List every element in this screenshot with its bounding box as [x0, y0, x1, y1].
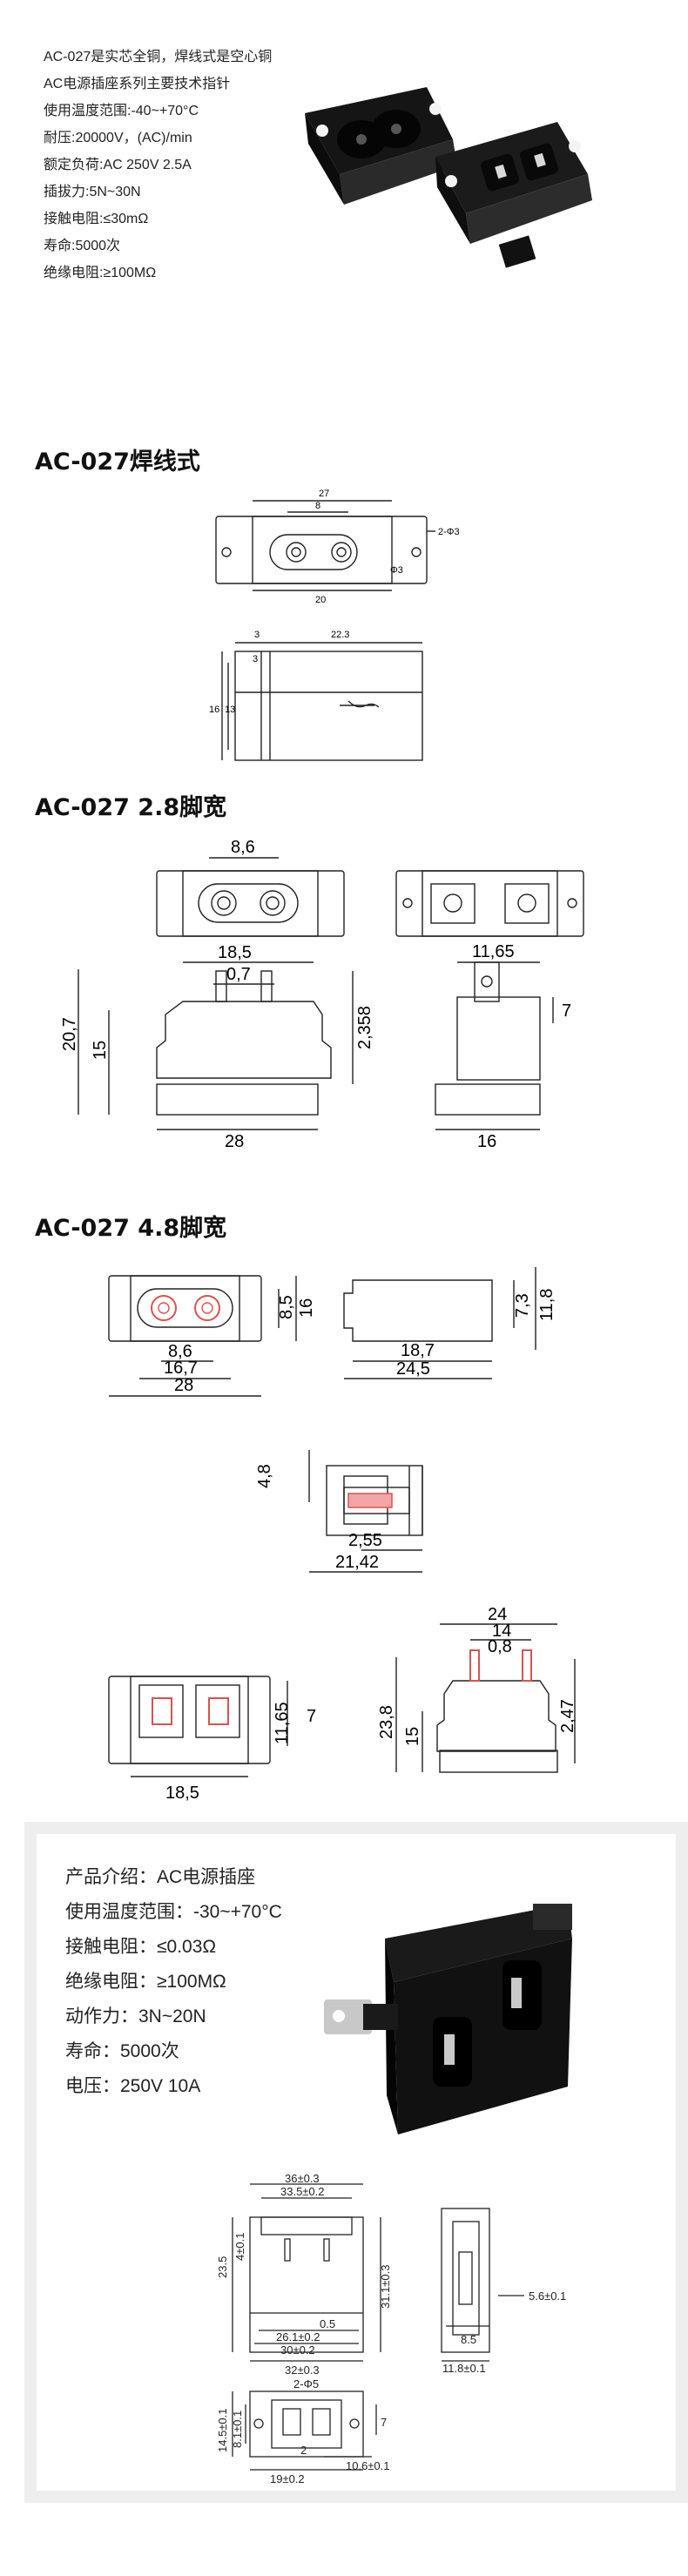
dim-label: 5.6±0.1 [529, 2289, 566, 2303]
dim-label: 7 [307, 1707, 316, 1726]
dim-label: 31.1±0.3 [379, 2264, 392, 2309]
spec-line: 使用温度范围：-30~+70°C [65, 1902, 282, 1922]
dim-label: 4±0.1 [233, 2233, 246, 2261]
product-specs: 产品介绍：AC电源插座 使用温度范围：-30~+70°C 接触电阻：≤0.03Ω… [65, 1860, 282, 2104]
dim-label: Φ3 [390, 565, 403, 576]
dim-label: 13 [225, 705, 235, 715]
dim-label: 0,7 [226, 965, 251, 984]
pin48-drawing: 8,5 16 8,6 16,7 28 7,3 11,8 18,7 24,5 4,… [108, 1267, 577, 1803]
dim-label: 16,7 [164, 1359, 198, 1378]
dim-label: 2 [300, 2444, 307, 2457]
dim-label: 8,6 [168, 1342, 192, 1361]
dim-label: 18,7 [401, 1341, 435, 1360]
dim-label: 16 [297, 1298, 316, 1318]
spec-line: AC-027是实芯全铜，焊线式是空心铜 [44, 50, 273, 64]
dim-label: 7 [381, 2416, 387, 2429]
spec-line: 绝缘电阻：≥100MΩ [65, 1972, 226, 1992]
dim-label: 15 [91, 1041, 110, 1060]
dim-label: 36±0.3 [285, 2174, 320, 2185]
dim-label: 3 [253, 654, 258, 664]
dim-label: 8,5 [277, 1295, 296, 1319]
dim-label: 21,42 [335, 1553, 379, 1572]
dim-label: 0,8 [488, 1637, 512, 1656]
dim-label: 11,65 [273, 1702, 292, 1744]
spec-line: 寿命：5000次 [65, 2041, 179, 2061]
dim-label: 15 [403, 1727, 422, 1746]
dim-label: 2-Φ5 [293, 2377, 319, 2391]
dim-label: 16 [209, 705, 219, 715]
dim-label: 16 [477, 1132, 496, 1151]
product-panel: 产品介绍：AC电源插座 使用温度范围：-30~+70°C 接触电阻：≤0.03Ω… [24, 1822, 688, 2503]
dim-label: 20,7 [60, 1017, 79, 1051]
dim-label: 26.1±0.2 [276, 2330, 320, 2343]
dim-label: 19±0.2 [270, 2472, 305, 2485]
dim-label: 24,5 [396, 1359, 430, 1379]
dim-label: 32±0.3 [285, 2364, 320, 2377]
solder-drawing: 27 8 2-Φ3 Φ3 20 3 22.3 3 16 13 [209, 489, 460, 761]
dim-label: 18,5 [165, 1784, 199, 1803]
spec-line: 产品介绍：AC电源插座 [65, 1867, 256, 1887]
dim-label: 24 [488, 1605, 507, 1624]
socket-photo [305, 87, 592, 268]
spec-line: 插拔力:5N~30N [44, 185, 141, 199]
dim-label: 22.3 [331, 630, 349, 640]
dim-label: 0.5 [320, 2317, 335, 2330]
product-drawing: 36±0.3 33.5±0.2 23.5 4±0.1 31.1±0.3 0.5 … [216, 2174, 566, 2485]
dim-label: 23.5 [216, 2256, 229, 2278]
dim-label: 7,3 [513, 1293, 532, 1318]
spec-line: 耐压:20000V，(AC)/min [44, 131, 192, 145]
dim-label: 2,47 [558, 1699, 577, 1733]
spec-line: 额定负荷:AC 250V 2.5A [44, 158, 192, 172]
dim-label: 30±0.2 [280, 2343, 315, 2357]
dim-label: 18,5 [218, 943, 252, 962]
dim-label: 8,6 [231, 838, 255, 857]
spec-line: 动作力：3N~20N [65, 2006, 206, 2026]
dim-label: 11.8±0.1 [442, 2362, 486, 2375]
dim-label: 8.1±0.1 [231, 2411, 244, 2448]
spec-line: AC电源插座系列主要技术指针 [44, 77, 231, 91]
dim-label: 27 [319, 489, 329, 499]
dim-label: 4,8 [255, 1464, 274, 1488]
dim-label: 8 [315, 501, 320, 511]
socket-front-illustration [305, 87, 457, 205]
dim-label: 23,8 [377, 1705, 396, 1739]
dim-label: 2,55 [348, 1531, 382, 1550]
dim-label: 20 [315, 595, 326, 605]
dim-label: 7 [562, 1001, 571, 1021]
dim-label: 28 [225, 1132, 244, 1151]
dim-label: 28 [174, 1376, 193, 1395]
dim-label: 2-Φ3 [438, 527, 460, 537]
spec-line: 使用温度范围:-40~+70°C [44, 104, 199, 118]
spec-line: 接触电阻:≤30mΩ [44, 212, 149, 226]
pin28-drawing: 8,6 18,5 0,7 20,7 15 2,358 28 11,65 7 16 [60, 838, 584, 1151]
dim-label: 14.5±0.1 [216, 2408, 229, 2452]
product-photo [324, 1904, 572, 2134]
dim-label: 11,8 [537, 1289, 556, 1321]
section-title-pin28: AC-027 2.8脚宽 [35, 794, 227, 821]
section-title-pin48: AC-027 4.8脚宽 [35, 1215, 227, 1242]
dim-label: 33.5±0.2 [280, 2185, 325, 2198]
section-title-solder: AC-027焊线式 [35, 448, 200, 475]
socket-back-illustration [435, 122, 592, 268]
intro-panel: AC-027是实芯全铜，焊线式是空心铜 AC电源插座系列主要技术指针 使用温度范… [26, 26, 662, 340]
dim-label: 2,358 [355, 1006, 374, 1049]
dim-label: 11,65 [472, 942, 515, 961]
spec-line: 绝缘电阻:≥100MΩ [44, 266, 157, 280]
dim-label: 14 [492, 1622, 511, 1641]
intro-specs: AC-027是实芯全铜，焊线式是空心铜 AC电源插座系列主要技术指针 使用温度范… [44, 44, 272, 287]
spec-line: 电压：250V 10A [65, 2076, 201, 2096]
dim-label: 3 [254, 630, 260, 640]
spec-line: 接触电阻：≤0.03Ω [65, 1937, 217, 1957]
dim-label: 10.6±0.1 [346, 2459, 390, 2472]
spec-line: 寿命:5000次 [44, 239, 121, 253]
dim-label: 8.5 [461, 2333, 476, 2346]
